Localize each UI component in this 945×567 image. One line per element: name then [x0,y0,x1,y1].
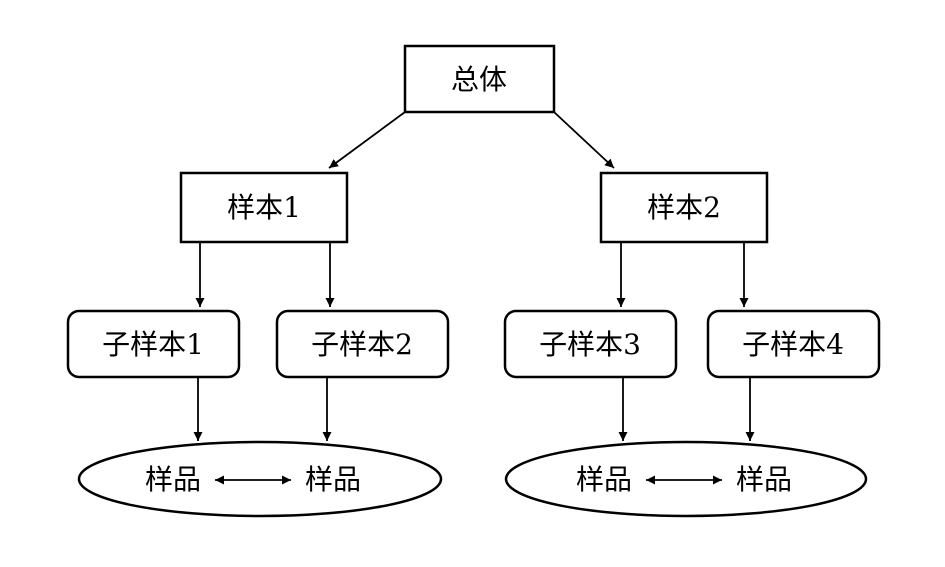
edge-population-sample1 [328,111,406,169]
node-group-right: 样品 样品 [504,440,868,518]
node-population-label: 总体 [451,63,507,96]
node-group-left: 样品 样品 [77,440,443,518]
node-sub2-label: 子样本2 [311,328,413,361]
node-sample2: 样本2 [599,171,769,244]
node-sub1-label: 子样本1 [102,328,204,361]
group-right-item-a: 样品 [576,463,632,496]
node-sub4: 子样本4 [706,309,881,379]
node-sub1: 子样本1 [66,309,241,379]
node-sub3-label: 子样本3 [539,328,641,361]
node-sub4-label: 子样本4 [742,328,844,361]
node-population: 总体 [403,44,556,114]
node-sub2: 子样本2 [275,309,450,379]
node-sample1: 样本1 [179,171,349,244]
node-sub3: 子样本3 [503,309,678,379]
group-left-item-b: 样品 [305,463,361,496]
edge-population-sample2 [553,111,615,169]
node-sample1-label: 样本1 [227,191,301,224]
group-right-item-b: 样品 [736,463,792,496]
node-sample2-label: 样本2 [647,191,721,224]
group-left-item-a: 样品 [145,463,201,496]
